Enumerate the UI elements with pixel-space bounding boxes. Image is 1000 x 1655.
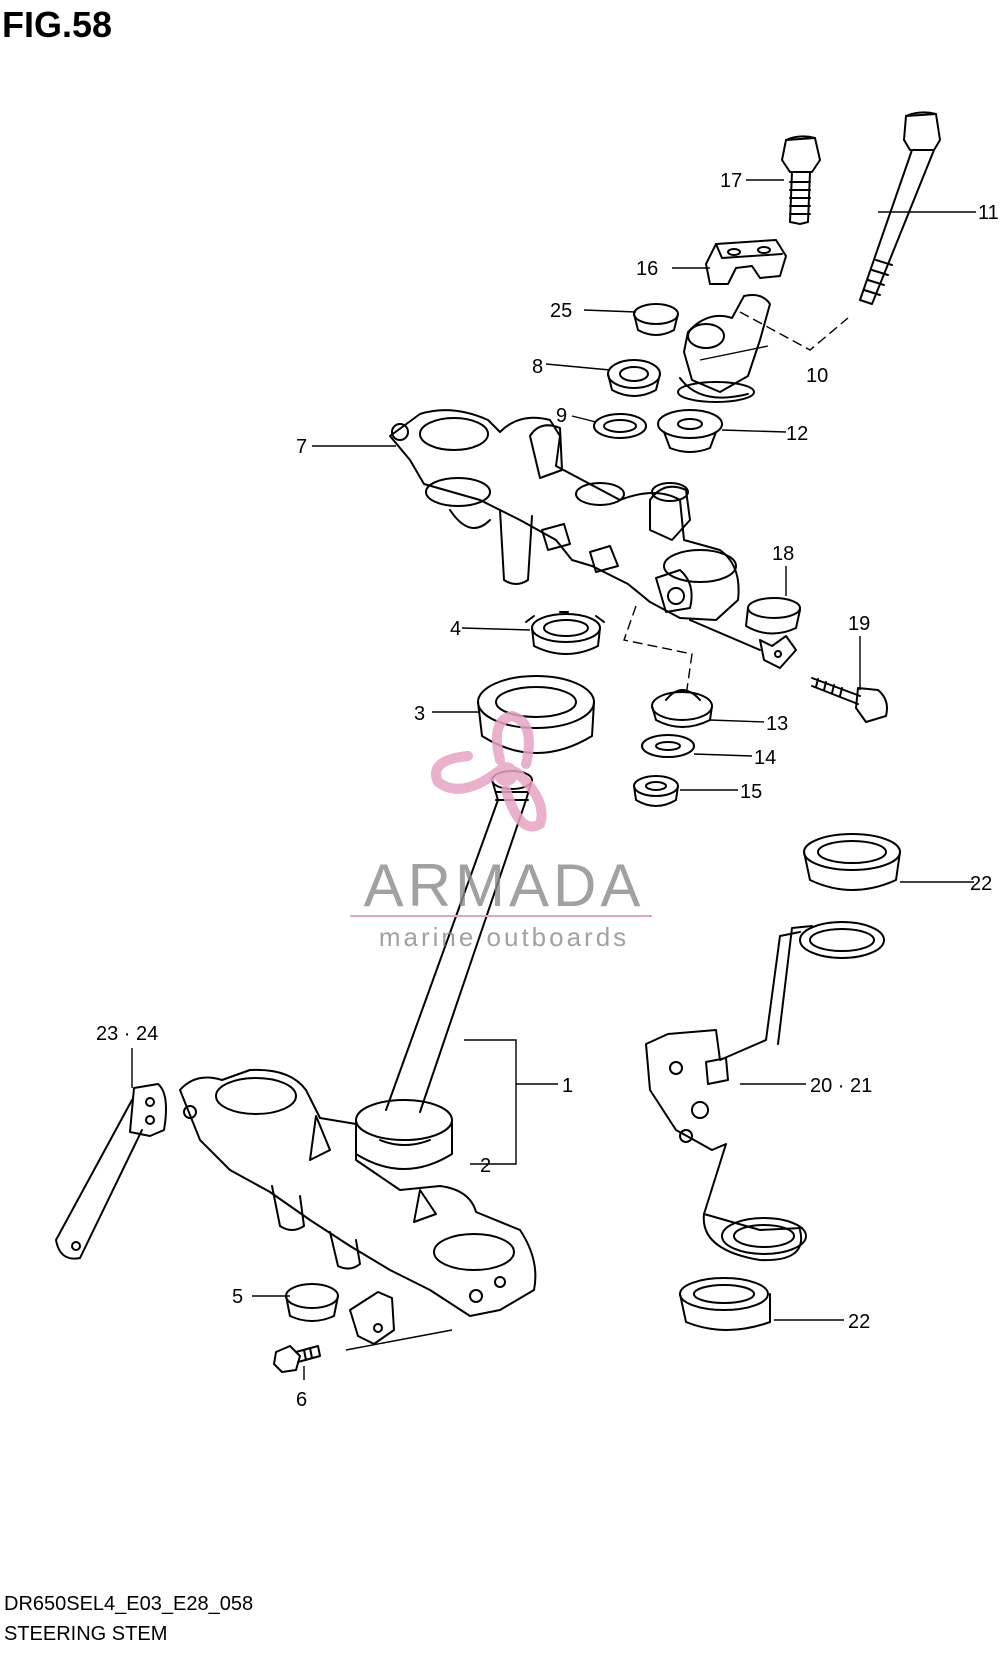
callout-13: 13 [766, 713, 788, 735]
callout-1: 1 [562, 1075, 573, 1097]
callout-23-24: 23 · 24 [96, 1023, 158, 1045]
part-8-nut [607, 359, 661, 397]
callout-11: 11 [978, 202, 999, 224]
lower-bracket [179, 1068, 537, 1317]
part-15-nut [633, 775, 679, 807]
part-19-bolt [811, 677, 888, 723]
part-6-bolt [273, 1345, 321, 1373]
callout-14: 14 [754, 747, 776, 769]
callout-18: 18 [772, 543, 794, 565]
watermark-brand: ARMADA [364, 852, 645, 919]
part-12-cushion [657, 409, 723, 453]
watermark-tagline: marine outboards [379, 922, 629, 952]
part-4-ring-nut [525, 611, 605, 655]
callout-16: 16 [636, 258, 658, 280]
figure-title: FIG.58 [2, 4, 113, 45]
part-14-washer [641, 734, 695, 758]
part-2-bearing [355, 1099, 453, 1170]
part-16-holder-cap [705, 239, 787, 285]
part-23-24-guide [55, 1083, 167, 1260]
figure-code: DR650SEL4_E03_E28_058 [4, 1593, 254, 1615]
callout-7: 7 [296, 436, 307, 458]
part-18-cylinder [745, 597, 801, 669]
callout-5: 5 [232, 1286, 243, 1308]
part-5-cap [285, 1283, 339, 1322]
part-3-bearing [477, 675, 595, 754]
callout-22-upper: 22 [970, 873, 992, 895]
lock-plate [349, 1291, 395, 1345]
part-13-cushion [651, 689, 713, 728]
callout-22-lower: 22 [848, 1311, 870, 1333]
callout-9: 9 [556, 405, 567, 427]
callout-3: 3 [414, 703, 425, 725]
part-22-grommet-lower [679, 1277, 771, 1331]
part-11-long-bolt [859, 111, 941, 305]
callout-2: 2 [480, 1155, 491, 1177]
part-22-grommet-upper [803, 833, 901, 891]
callout-25: 25 [550, 300, 572, 322]
dashed-guides [623, 311, 849, 697]
callout-6: 6 [296, 1389, 307, 1411]
watermark-logo [431, 710, 547, 832]
part-10-holder [677, 294, 771, 403]
part-9-washer [593, 413, 647, 439]
callout-10: 10 [806, 365, 828, 387]
figure-name: STEERING STEM [4, 1623, 168, 1645]
callout-19: 19 [848, 613, 870, 635]
callout-labels: 17 11 16 25 10 8 9 12 7 18 19 4 3 13 14 … [96, 170, 999, 1411]
callout-4: 4 [450, 618, 461, 640]
part-25-cap [633, 303, 679, 336]
callout-8: 8 [532, 356, 543, 378]
watermark-text: ARMADA marine outboards [350, 852, 652, 952]
callout-15: 15 [740, 781, 762, 803]
part-20-21-bracket [645, 921, 885, 1262]
leader-lines [131, 179, 976, 1380]
callout-17: 17 [720, 170, 742, 192]
callout-12: 12 [786, 423, 808, 445]
part-7-upper-bracket [389, 409, 761, 651]
part-17-bolt [781, 135, 821, 225]
callout-20-21: 20 · 21 [810, 1075, 872, 1097]
